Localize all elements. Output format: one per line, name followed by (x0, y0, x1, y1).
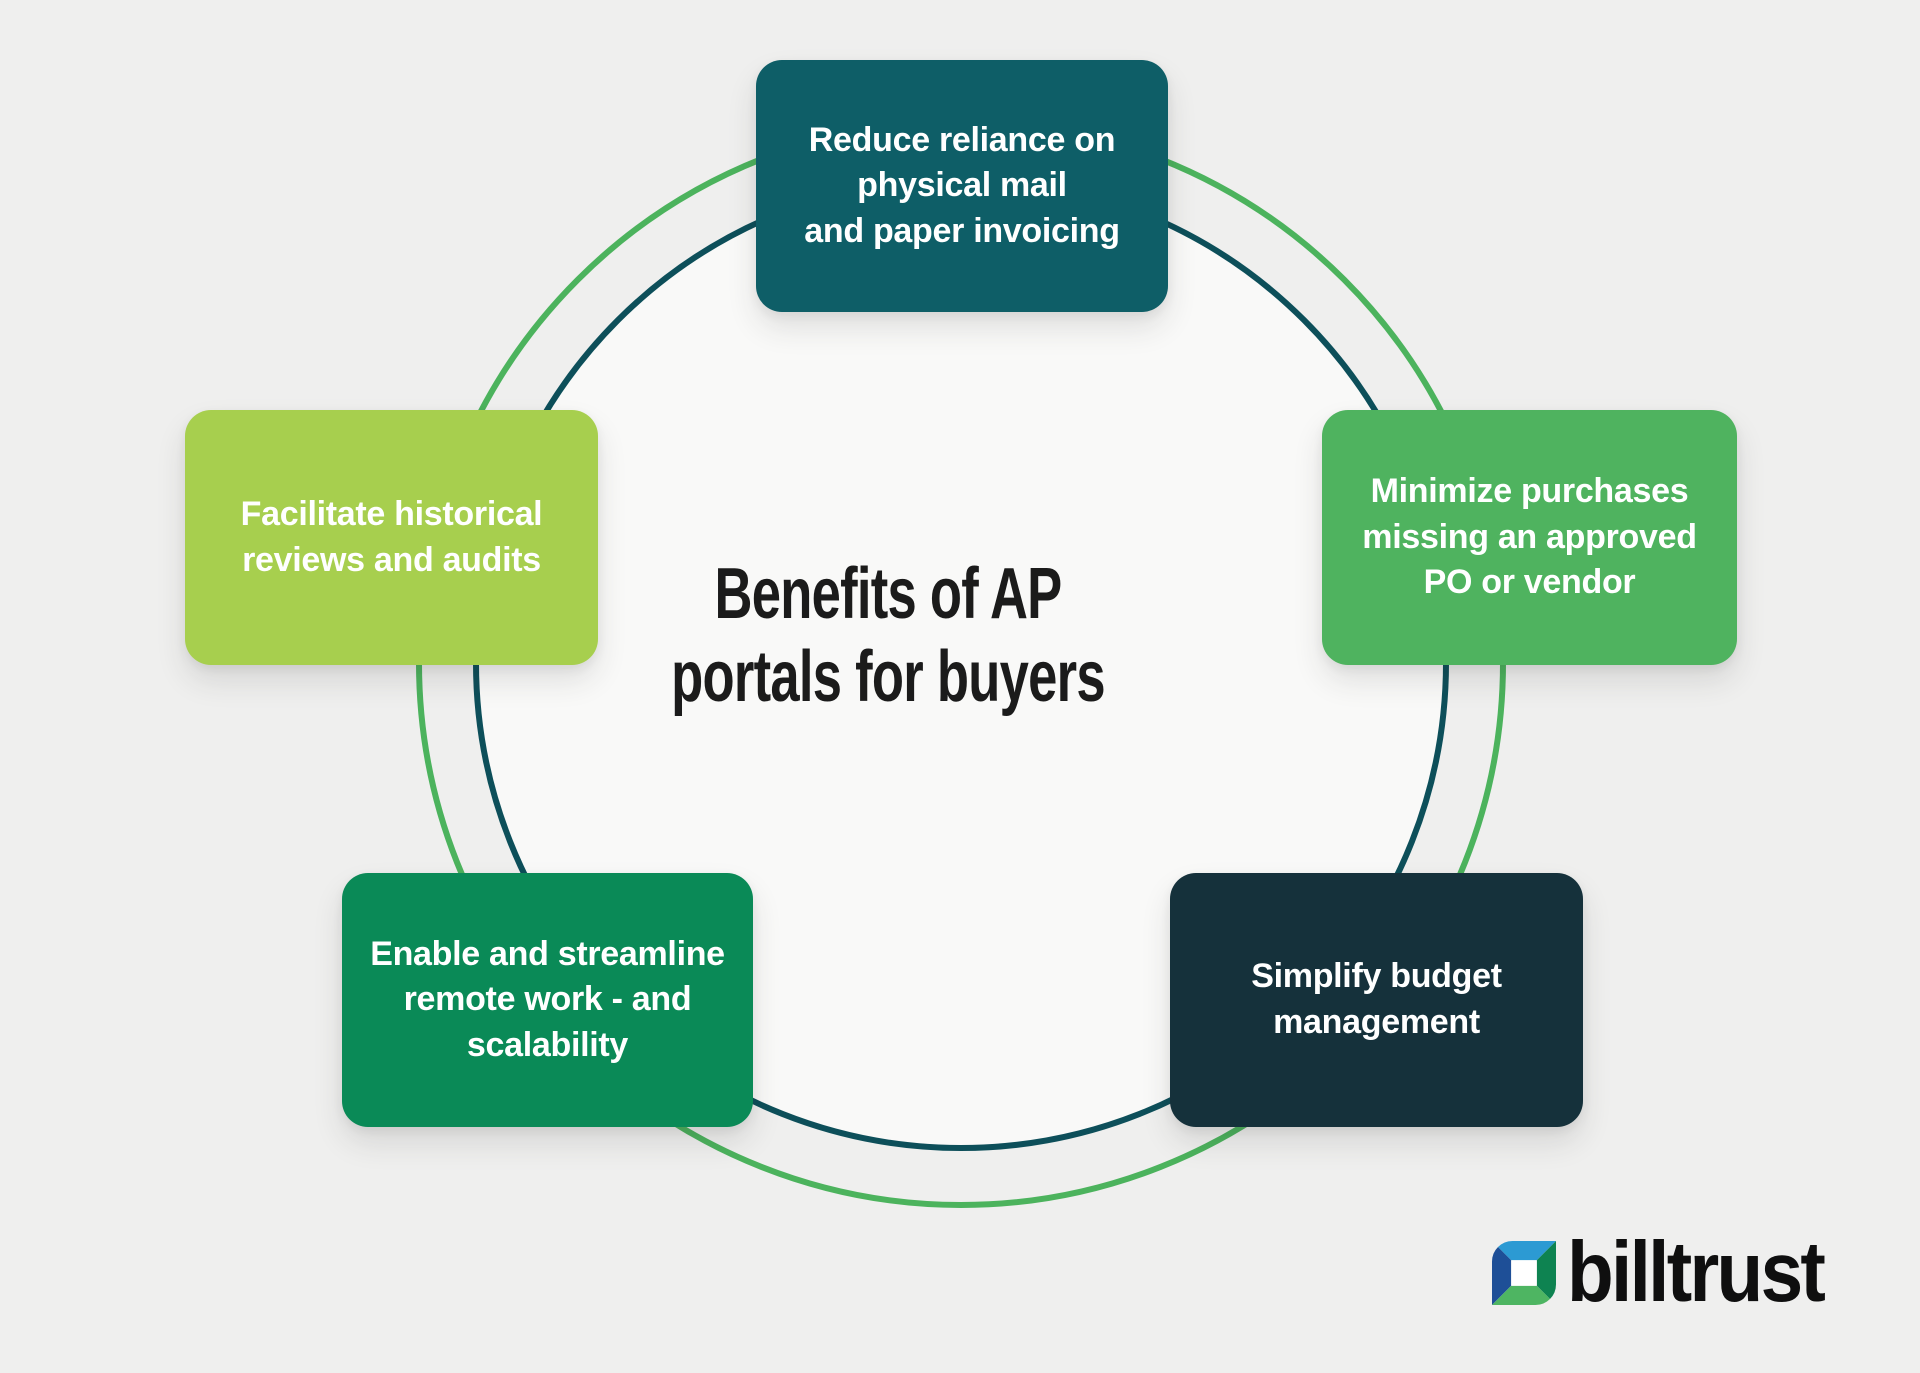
benefit-card-label: Enable and streamline remote work - and … (370, 934, 725, 1064)
benefit-card-historical-reviews: Facilitate historical reviews and audits (185, 410, 598, 665)
logo-mark-bottom-segment (1492, 1285, 1550, 1305)
billtrust-wordmark: billtrust (1567, 1225, 1826, 1320)
billtrust-logo: billtrust (1492, 1225, 1852, 1320)
benefit-card-label: Minimize purchases missing an approved P… (1362, 472, 1697, 602)
benefit-card-remote-work: Enable and streamline remote work - and … (342, 873, 753, 1127)
benefit-card-label: Simplify budget management (1251, 957, 1502, 1041)
logo-mark-left-segment (1492, 1247, 1512, 1305)
billtrust-logo-icon (1492, 1241, 1556, 1305)
benefit-card-label: Facilitate historical reviews and audits (240, 494, 543, 579)
benefit-card-minimize-purchases: Minimize purchases missing an approved P… (1322, 410, 1737, 665)
benefit-card-reduce-physical-mail: Reduce reliance on physical mail and pap… (756, 60, 1168, 312)
benefit-card-label: Reduce reliance on physical mail and pap… (804, 120, 1120, 250)
logo-mark-top-segment (1498, 1241, 1556, 1261)
logo-mark-inner-square (1511, 1260, 1537, 1286)
logo-mark-right-segment (1536, 1241, 1556, 1299)
diagram-title: Benefits of AP portals for buyers (671, 554, 1105, 717)
benefit-card-budget-management: Simplify budget management (1170, 873, 1583, 1127)
